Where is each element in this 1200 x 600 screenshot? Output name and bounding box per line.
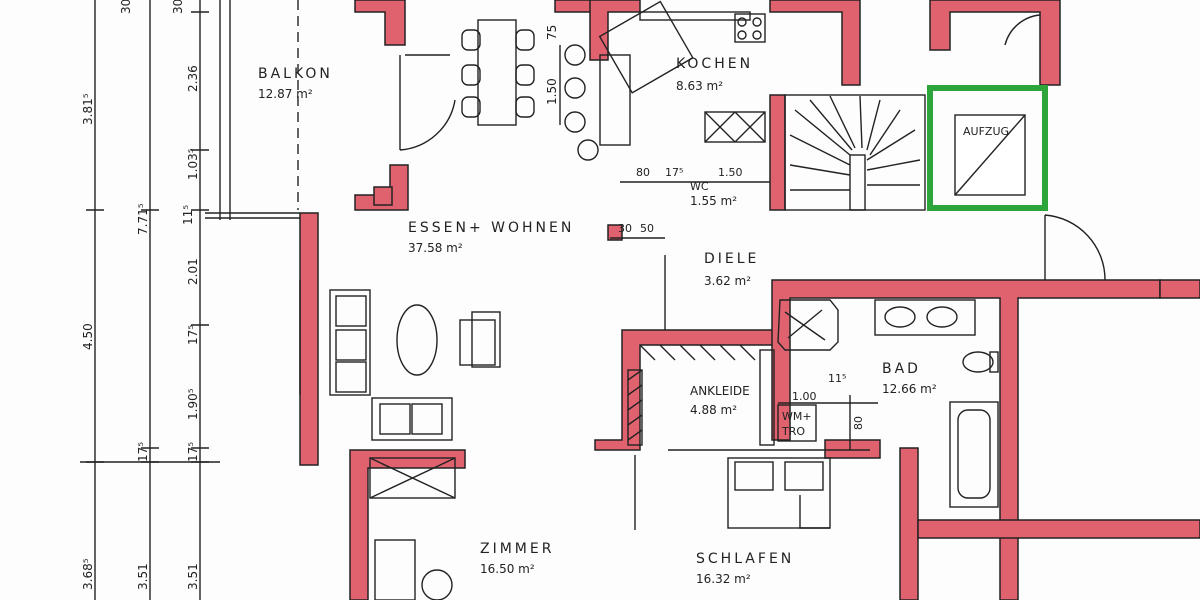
balcony-door bbox=[399, 54, 456, 151]
ankleide-name: ANKLEIDE bbox=[690, 384, 750, 398]
bad-name: BAD bbox=[882, 361, 921, 377]
zimmer-area: 16.50 m² bbox=[480, 562, 535, 576]
elevator-shaft bbox=[927, 85, 1048, 211]
essen-wohnen-area: 37.58 m² bbox=[408, 241, 463, 255]
dim-mid-1: 30 bbox=[119, 0, 133, 14]
wc-area: 1.55 m² bbox=[690, 194, 737, 208]
dim-outer-1: 3.81⁵ bbox=[81, 93, 95, 125]
schlafen-area: 16.32 m² bbox=[696, 572, 751, 586]
schlafen-name: SCHLAFEN bbox=[696, 551, 794, 567]
dim-inner-2: 2.36 bbox=[186, 65, 200, 92]
dim-kitchen-2: 1.50 bbox=[545, 78, 559, 105]
dim-kitchen-1: 75 bbox=[545, 25, 559, 40]
dim-diele-1: 30 bbox=[618, 222, 632, 235]
bedroom-furniture bbox=[369, 457, 831, 600]
zimmer-name: ZIMMER bbox=[480, 541, 554, 557]
dim-outer-2: 7.71⁵ bbox=[136, 203, 150, 235]
dim-inner-1: 30 bbox=[171, 0, 185, 14]
balkon-name: BALKON bbox=[258, 66, 333, 82]
dim-inner-3: 1.03⁵ bbox=[186, 148, 200, 180]
dim-ankleide-1: 1.00 bbox=[792, 390, 817, 403]
aufzug-label: AUFZUG bbox=[963, 125, 1009, 138]
kitchen-furniture bbox=[598, 0, 766, 146]
dim-mid-2: 11⁵ bbox=[181, 205, 195, 225]
walls bbox=[299, 0, 1200, 600]
dim-inner-5: 2.01 bbox=[186, 258, 200, 285]
dim-inner-6: 17⁵ bbox=[186, 325, 200, 345]
dim-wc-1: 80 bbox=[636, 166, 650, 179]
dimension-lines bbox=[80, 0, 220, 600]
dim-wc-2: 17⁵ bbox=[665, 166, 683, 179]
balcony bbox=[205, 0, 300, 220]
dim-wc-3: 1.50 bbox=[718, 166, 743, 179]
dimension-labels: 3.81⁵ 7.71⁵ 4.50 3.68⁵ 30 11⁵ 17⁵ 3.51 3… bbox=[81, 0, 865, 590]
dim-ankleide-3: 80 bbox=[852, 416, 865, 430]
room-labels: BALKON 12.87 m² KOCHEN 8.63 m² ESSEN+ WO… bbox=[258, 56, 1009, 586]
bathroom-fixtures bbox=[777, 299, 999, 508]
dim-outer-3: 4.50 bbox=[81, 323, 95, 350]
staircase bbox=[784, 94, 926, 211]
wm-label-1: WM+ bbox=[782, 410, 812, 423]
ankleide-area: 4.88 m² bbox=[690, 403, 737, 417]
living-furniture bbox=[299, 280, 501, 441]
dimension-ticks bbox=[559, 45, 878, 530]
dim-diele-2: 50 bbox=[640, 222, 654, 235]
kochen-name: KOCHEN bbox=[676, 56, 753, 72]
wc-name: WC bbox=[690, 180, 709, 193]
dim-ankleide-2: 11⁵ bbox=[828, 372, 846, 385]
dining-set bbox=[461, 19, 599, 161]
bad-area: 12.66 m² bbox=[882, 382, 937, 396]
dim-mid-3: 17⁵ bbox=[136, 442, 150, 462]
dim-inner-7: 1.90⁵ bbox=[186, 388, 200, 420]
wardrobe bbox=[627, 344, 775, 446]
dim-inner-8: 17⁵ bbox=[186, 442, 200, 462]
dim-inner-9: 3.51 bbox=[186, 563, 200, 590]
hall-door bbox=[1004, 14, 1106, 281]
kochen-area: 8.63 m² bbox=[676, 79, 723, 93]
diele-name: DIELE bbox=[704, 251, 759, 267]
dim-mid-4: 3.51 bbox=[136, 563, 150, 590]
diele-area: 3.62 m² bbox=[704, 274, 751, 288]
dim-outer-4: 3.68⁵ bbox=[81, 558, 95, 590]
balkon-area: 12.87 m² bbox=[258, 87, 313, 101]
wm-label-2: TRO bbox=[781, 425, 805, 438]
essen-wohnen-name: ESSEN+ WOHNEN bbox=[408, 220, 574, 236]
